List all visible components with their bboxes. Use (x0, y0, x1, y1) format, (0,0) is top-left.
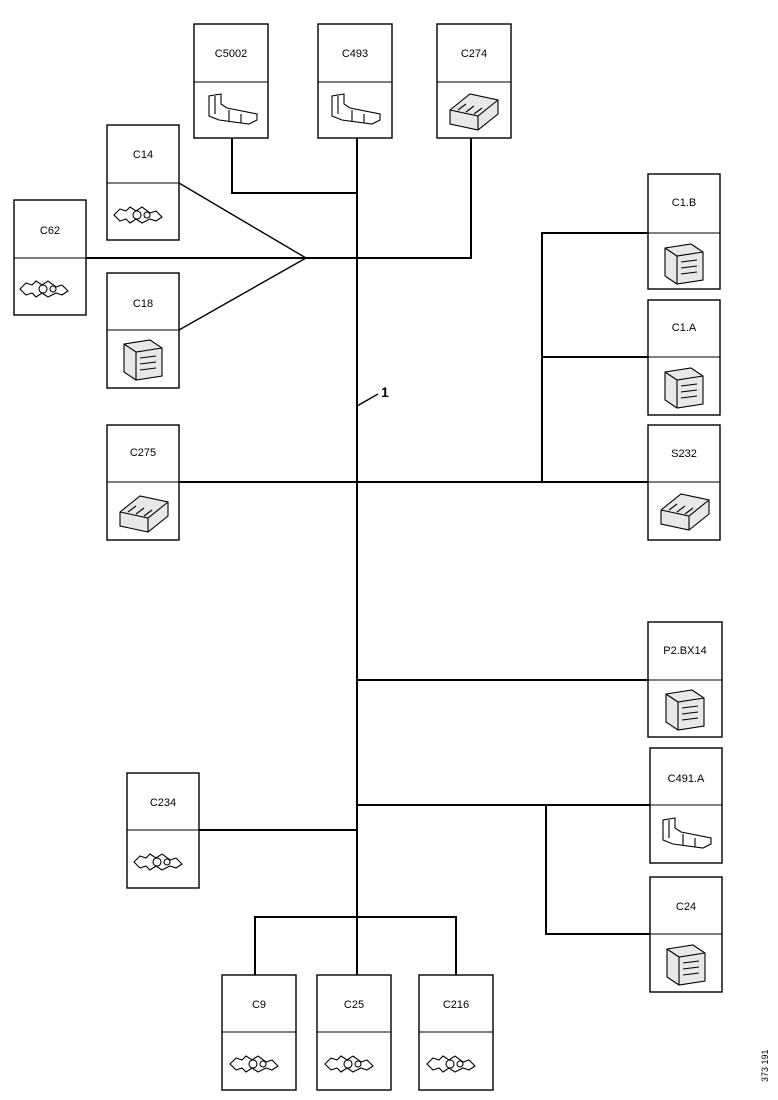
connector-C493[interactable]: C493 (317, 23, 393, 139)
connector-housing-icon (664, 367, 704, 409)
connector-S232[interactable]: S232 (647, 424, 721, 541)
connector-C25[interactable]: C25 (316, 974, 392, 1091)
connector-label: C25 (344, 999, 364, 1011)
connector-C275[interactable]: C275 (106, 424, 180, 541)
connector-C216[interactable]: C216 (418, 974, 494, 1091)
connector-label: C9 (252, 999, 266, 1011)
connector-housing-icon (666, 944, 706, 986)
connector-C1A[interactable]: C1.A (647, 299, 721, 416)
connector-C62[interactable]: C62 (13, 199, 87, 316)
connector-P2BX14[interactable]: P2.BX14 (647, 621, 723, 738)
connector-label: C234 (150, 797, 176, 809)
connector-label: C274 (461, 48, 487, 60)
connector-C234[interactable]: C234 (126, 772, 200, 889)
connector-label: C24 (676, 901, 696, 913)
connector-housing-icon (123, 339, 163, 381)
connector-label: S232 (671, 448, 697, 460)
connector-C14[interactable]: C14 (106, 124, 180, 241)
connector-label: C216 (443, 999, 469, 1011)
connector-C18[interactable]: C18 (106, 272, 180, 389)
connector-housing-icon (664, 243, 704, 285)
connector-label: P2.BX14 (663, 645, 706, 657)
connector-housing-icon (665, 689, 705, 731)
connector-C9[interactable]: C9 (221, 974, 297, 1091)
connector-C24[interactable]: C24 (649, 876, 723, 993)
connector-label: C493 (342, 48, 368, 60)
connector-C1B[interactable]: C1.B (647, 173, 721, 290)
harness-reference-label: 1 (381, 384, 389, 400)
connector-label: C62 (40, 225, 60, 237)
connector-label: C5002 (215, 48, 247, 60)
connector-label: C1.A (672, 322, 697, 334)
connector-label: C275 (130, 447, 156, 459)
connector-C274[interactable]: C274 (436, 23, 512, 139)
connector-label: C491.A (668, 773, 705, 785)
document-code: 373 191 (760, 1049, 770, 1082)
connector-label: C18 (133, 298, 153, 310)
connector-label: C1.B (672, 197, 696, 209)
harness-wires (86, 138, 650, 1085)
connector-label: C14 (133, 149, 153, 161)
connector-C5002[interactable]: C5002 (193, 23, 269, 139)
connector-C491A[interactable]: C491.A (649, 747, 723, 864)
